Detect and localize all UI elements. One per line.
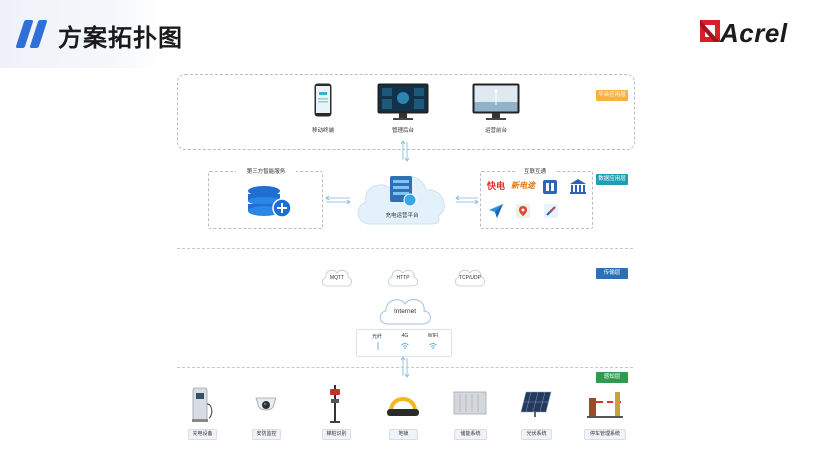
navigation-logo-icon [489,204,503,218]
third-party-title: 第三方智能服务 [236,167,296,175]
government-logo-icon [570,179,586,194]
link-wifi-label: WIFI [427,333,439,339]
left-right-arrows-icon [325,195,351,205]
energy-storage-icon [453,391,487,415]
data-layer-tag: 数据应用层 [596,174,628,185]
cloud-platform-label: 充电运营平台 [385,213,419,219]
parking-barrier-icon [587,392,623,418]
internet-cloud-icon [379,299,431,325]
app-label-mobile: 移动终端 [311,128,334,134]
interconnect-title: 互联互通 [515,167,555,175]
solar-panel-icon [520,391,552,417]
brand-logo: Acrel [720,18,788,48]
compass-logo-icon [544,204,558,218]
mobile-phone-icon [314,83,332,117]
fiber-line-icon [377,342,379,350]
network-links-box [356,329,452,357]
left-right-arrows-icon [455,195,479,205]
link-4g-label: 4G [401,333,409,339]
protocol-cloud-icon [454,269,486,287]
protocol-mqtt: MQTT [329,275,345,281]
parking-lock-icon [387,397,419,416]
protocol-tcp-udp: TCP/UDP [459,275,481,281]
transport-layer-tag: 传输层 [596,268,628,279]
app-label-operations: 运营前台 [484,128,507,134]
kuaidian-logo: 快电 [487,181,506,191]
security-camera-icon [255,397,277,411]
database-plus-icon [248,186,292,218]
device-label-camera: 安防监控 [252,429,281,440]
perception-layer-tag: 感知层 [596,372,628,383]
internet-label: Internet [393,308,417,315]
operations-monitor-icon [472,83,520,120]
charger-icon [192,387,213,422]
partner-logo-icon [543,180,557,194]
wifi-icon [429,343,437,349]
device-label-pole: 梯桩识别 [322,429,351,440]
link-fiber-label: 光纤 [371,334,382,340]
platform-layer-box [177,74,635,150]
layer-divider [177,248,633,249]
protocol-cloud-icon [387,269,419,287]
device-label-solar: 光伏系统 [521,429,552,440]
wifi-icon [401,343,409,349]
map-logo-icon [516,204,530,218]
management-monitor-icon [377,83,429,120]
recognition-pole-icon [330,385,340,423]
protocol-http: HTTP [396,275,410,281]
protocol-cloud-icon [321,269,353,287]
layer-divider [177,367,633,368]
device-label-parking: 停车管理系统 [584,429,626,440]
vertical-arrows-icon [400,140,410,162]
device-label-storage: 储能系统 [454,429,487,440]
acrel-logo-icon [700,20,720,42]
app-label-management: 管理后台 [391,128,414,134]
device-label-charger: 充电设备 [188,429,217,440]
cloud-platform-icon [357,175,445,225]
device-label-lock: 地锁 [389,429,418,440]
xindiantu-logo: 新电途 [511,181,535,190]
page-title: 方案拓扑图 [58,25,183,52]
platform-layer-tag: 平台应用层 [596,90,628,101]
